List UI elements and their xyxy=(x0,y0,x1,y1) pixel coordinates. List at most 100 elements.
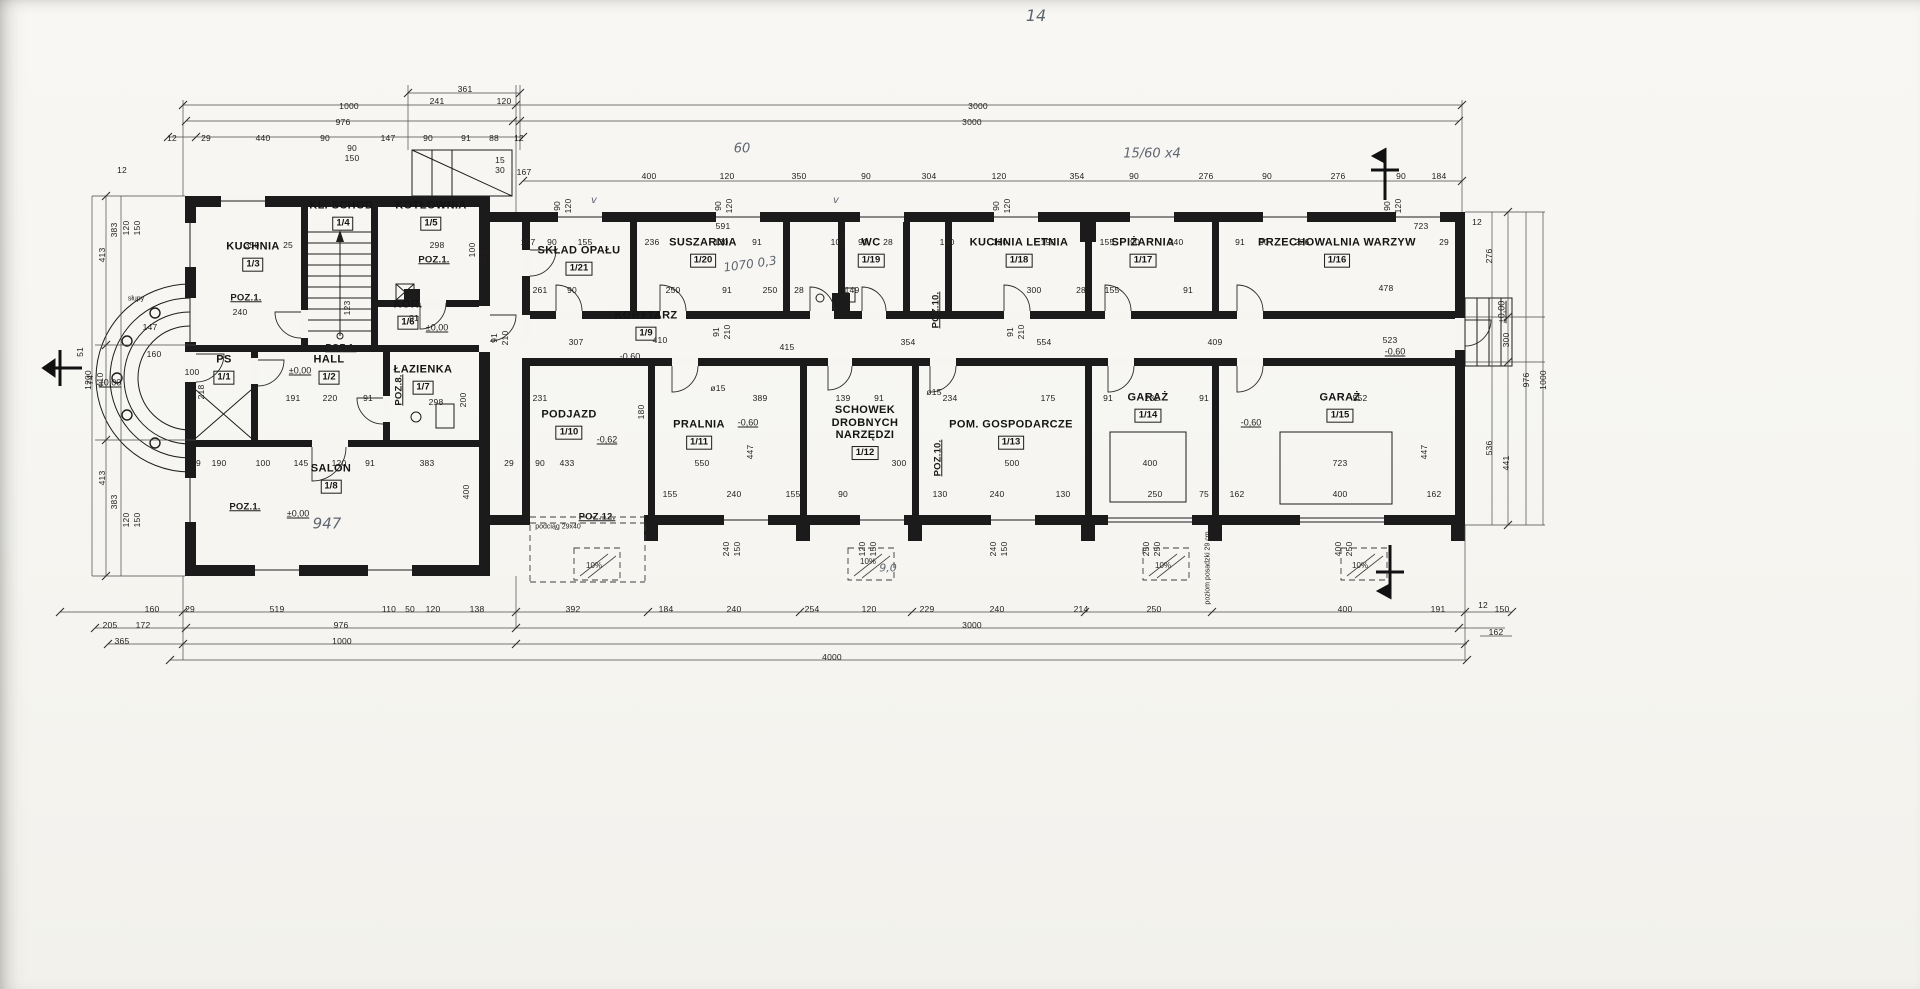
dimension-text: 240 xyxy=(726,488,742,499)
wc-fixtures xyxy=(815,287,856,303)
handwritten-note: 947 xyxy=(312,514,342,533)
dimension-text: 150 xyxy=(731,541,742,557)
room-number: 1/12 xyxy=(851,445,879,460)
dimension-text: 91 xyxy=(488,333,499,343)
dimension-text: 350 xyxy=(244,239,260,250)
dimension-text: 723 xyxy=(1413,220,1429,231)
dimension-text: 383 xyxy=(108,494,119,510)
level-mark: -0,60 xyxy=(619,351,641,362)
dimension-text: 120 xyxy=(120,512,131,528)
dimension-text: 91 xyxy=(710,327,721,337)
dimension-text: 229 xyxy=(919,603,935,614)
poz-label: POZ.12. xyxy=(578,511,616,523)
dimension-text: 150 xyxy=(867,541,878,557)
room-name: KOR. xyxy=(393,298,423,311)
dimension-text: 231 xyxy=(532,392,548,403)
dimension-text: 120 xyxy=(562,198,573,214)
dimension-text: 91 xyxy=(461,132,471,143)
dimension-text: 1000 xyxy=(1537,370,1548,390)
room-number: 1/4 xyxy=(332,216,354,231)
dimension-text: 447 xyxy=(744,444,755,460)
dimension-text: 167 xyxy=(520,236,536,247)
bathroom-fixtures xyxy=(410,403,455,429)
dimension-text: 120 xyxy=(719,170,735,181)
handwritten-note: 15/60 x4 xyxy=(1123,146,1181,162)
dimension-text: 976 xyxy=(1520,372,1531,388)
right-porch xyxy=(1464,297,1513,367)
room-name: SCHOWEK DROBNYCH NARZĘDZI xyxy=(831,404,899,442)
dimension-text: 210 xyxy=(499,330,510,346)
dimension-text: 191 xyxy=(1430,603,1446,614)
room-name: PRZECHOWALNIA WARZYW xyxy=(1258,236,1416,249)
dimension-text: 190 xyxy=(1040,236,1056,247)
dimension-text: 240 xyxy=(726,603,742,614)
dimension-text: 298 xyxy=(429,239,445,250)
dimension-text: 250 xyxy=(1146,603,1162,614)
garage-platform-2 xyxy=(1279,431,1393,505)
dimension-text: 120 xyxy=(496,95,512,106)
room-number: 1/7 xyxy=(412,380,434,395)
plan-details xyxy=(95,149,1513,579)
dimension-text: 240 xyxy=(989,488,1005,499)
dimension-text: 523 xyxy=(1382,334,1398,345)
dimension-text: 240 xyxy=(1168,236,1184,247)
room-name: ŁAZIENKA xyxy=(393,363,453,376)
section-marks xyxy=(41,147,1404,600)
room-number: 1/10 xyxy=(555,425,583,440)
dimension-text: 234 xyxy=(942,392,958,403)
dimension-text: 167 xyxy=(516,166,532,177)
dimension-text: 91 xyxy=(409,312,419,323)
dimension-text: 120 xyxy=(1001,198,1012,214)
dimension-text: 91 xyxy=(1199,392,1209,403)
dimension-text: 298 xyxy=(428,396,444,407)
room-label-1-7: ŁAZIENKA 1/7 xyxy=(394,364,453,395)
dimension-text: 723 xyxy=(1332,457,1348,468)
room-name: GARAŻ xyxy=(1127,391,1169,404)
room-label-1-6: KOR.1/6 xyxy=(393,299,422,330)
dimension-text: 12 xyxy=(1472,216,1482,227)
dimension-text: 250 xyxy=(665,284,681,295)
room-name: SUSZARNIA xyxy=(669,236,737,249)
dimension-text: 110 xyxy=(381,603,397,614)
dimension-text: 240 xyxy=(720,541,731,557)
dimension-text: 307 xyxy=(568,336,584,347)
dimension-text: 155 xyxy=(785,488,801,499)
dimension-text: 90 xyxy=(712,201,723,211)
room-name: KUCHNIA xyxy=(226,240,280,253)
dimension-text: 28 xyxy=(883,236,893,247)
dimension-text: 29 xyxy=(201,132,211,143)
dimension-text: 155 xyxy=(1099,236,1115,247)
dimension-text: 3000 xyxy=(968,100,988,111)
terrace-arcs xyxy=(95,283,191,473)
dimension-text: 261 xyxy=(532,284,548,295)
room-number: 1/19 xyxy=(857,253,885,268)
window-lines xyxy=(189,200,1440,571)
dimension-text: 28 xyxy=(1076,284,1086,295)
dimension-text: 90 xyxy=(1262,170,1272,181)
dimension-text: 232 xyxy=(1144,392,1160,403)
dimension-text: 389 xyxy=(752,392,768,403)
room-number: 1/5 xyxy=(420,216,442,231)
dimension-text: 90 xyxy=(861,170,871,181)
dimension-text: 409 xyxy=(1207,336,1223,347)
terrace-columns xyxy=(111,307,161,449)
dimension-text: 147 xyxy=(380,132,396,143)
dimension-text: 240 xyxy=(232,306,248,317)
room-number: 1/20 xyxy=(689,253,717,268)
dimension-text: 91 xyxy=(1103,392,1113,403)
dimension-text: 250 xyxy=(1151,541,1162,557)
dimension-text: 172 xyxy=(135,619,151,630)
dimension-text: 976 xyxy=(333,619,349,630)
room-number: 1/11 xyxy=(686,435,712,450)
dimension-text: 254 xyxy=(804,603,820,614)
dimension-text: 1200 xyxy=(82,370,93,390)
dimension-text: 150 xyxy=(131,220,142,236)
room-name: KORYTARZ xyxy=(614,309,678,322)
dimension-text: 160 xyxy=(144,603,160,614)
dimension-text: 90 xyxy=(551,201,562,211)
